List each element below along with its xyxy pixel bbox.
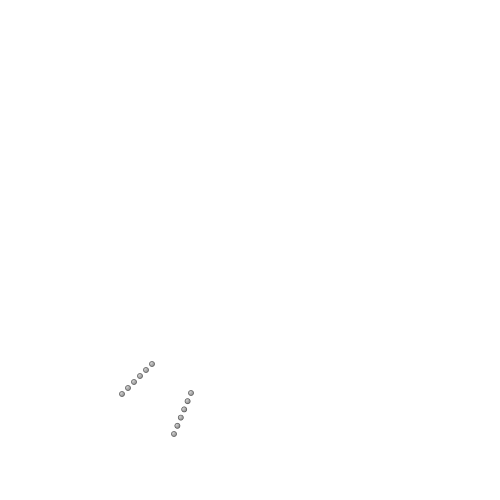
- bead: [119, 391, 125, 397]
- bead: [188, 390, 194, 396]
- bead: [131, 379, 137, 385]
- bead: [174, 422, 181, 429]
- bead: [177, 414, 184, 421]
- bead: [143, 367, 149, 373]
- upper-bead-group: [119, 361, 155, 397]
- bead: [125, 385, 131, 391]
- bead: [137, 373, 143, 379]
- bead: [171, 431, 177, 437]
- bead: [181, 406, 188, 413]
- bead: [149, 361, 155, 367]
- bead: [184, 398, 191, 405]
- lower-bead-group: [171, 390, 194, 437]
